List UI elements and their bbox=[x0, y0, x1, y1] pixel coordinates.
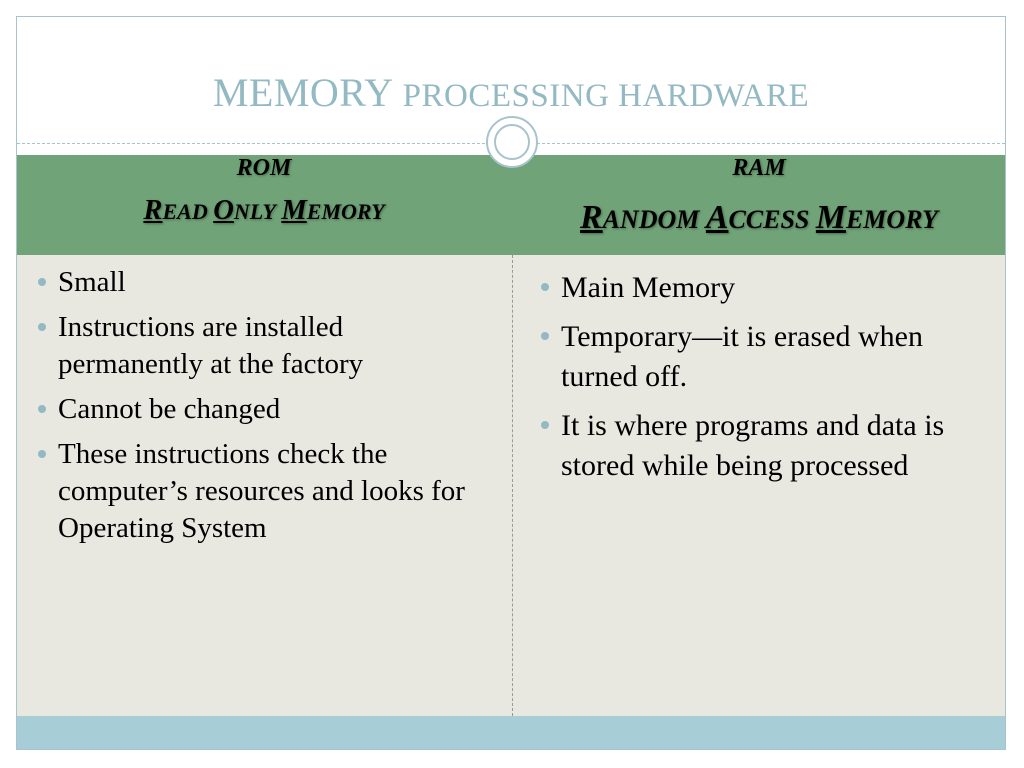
ram-header: RAM RANDOM ACCESS MEMORY bbox=[512, 155, 1005, 255]
ram-full-name: RANDOM ACCESS MEMORY bbox=[512, 199, 1005, 237]
ram-word-access: CCESS bbox=[728, 205, 810, 234]
slide: MEMORY PROCESSING HARDWARE ROM READ ONLY… bbox=[16, 16, 1006, 750]
slide-title: MEMORY PROCESSING HARDWARE bbox=[17, 69, 1005, 116]
bullet-icon bbox=[541, 421, 549, 429]
bullet-icon bbox=[38, 323, 46, 331]
list-item: Temporary—it is erased when turned off. bbox=[535, 317, 975, 397]
footer-band bbox=[17, 716, 1005, 749]
ram-word-memory: EMORY bbox=[845, 205, 938, 234]
list-item: It is where programs and data is stored … bbox=[535, 406, 975, 486]
ram-word-random: ANDOM bbox=[602, 205, 700, 234]
bullet-icon bbox=[38, 278, 46, 286]
rom-word-memory: EMORY bbox=[306, 199, 385, 224]
content-area bbox=[17, 255, 1005, 716]
list-item: Small bbox=[32, 264, 482, 301]
rom-header: ROM READ ONLY MEMORY bbox=[17, 155, 511, 255]
bullet-icon bbox=[541, 332, 549, 340]
bullet-icon bbox=[38, 405, 46, 413]
rom-abbr: ROM bbox=[236, 155, 292, 181]
bullet-icon bbox=[541, 283, 549, 291]
rom-full-name: READ ONLY MEMORY bbox=[17, 195, 511, 227]
list-item: Main Memory bbox=[535, 268, 975, 308]
ram-initial-r: R bbox=[580, 199, 603, 236]
title-rest: PROCESSING HARDWARE bbox=[402, 78, 810, 114]
list-item: Cannot be changed bbox=[32, 391, 482, 428]
ram-abbr: RAM bbox=[732, 155, 786, 181]
rom-initial-r: R bbox=[143, 195, 163, 226]
rom-initial-o: O bbox=[213, 195, 234, 226]
rom-word-only: NLY bbox=[233, 199, 276, 224]
ram-initial-m: M bbox=[815, 199, 846, 236]
circle-ornament-icon bbox=[486, 116, 538, 168]
rom-word-read: EAD bbox=[162, 199, 208, 224]
title-main: MEMORY bbox=[212, 70, 393, 115]
header-band bbox=[17, 155, 1005, 255]
rom-initial-m: M bbox=[281, 195, 307, 226]
rom-bullet-list: Small Instructions are installed permane… bbox=[32, 264, 482, 555]
list-item: Instructions are installed permanently a… bbox=[32, 309, 482, 383]
list-item: These instructions check the computer’s … bbox=[32, 436, 482, 547]
ram-bullet-list: Main Memory Temporary—it is erased when … bbox=[535, 268, 975, 495]
ram-initial-a: A bbox=[705, 199, 729, 236]
bullet-icon bbox=[38, 450, 46, 458]
column-divider bbox=[512, 255, 513, 716]
